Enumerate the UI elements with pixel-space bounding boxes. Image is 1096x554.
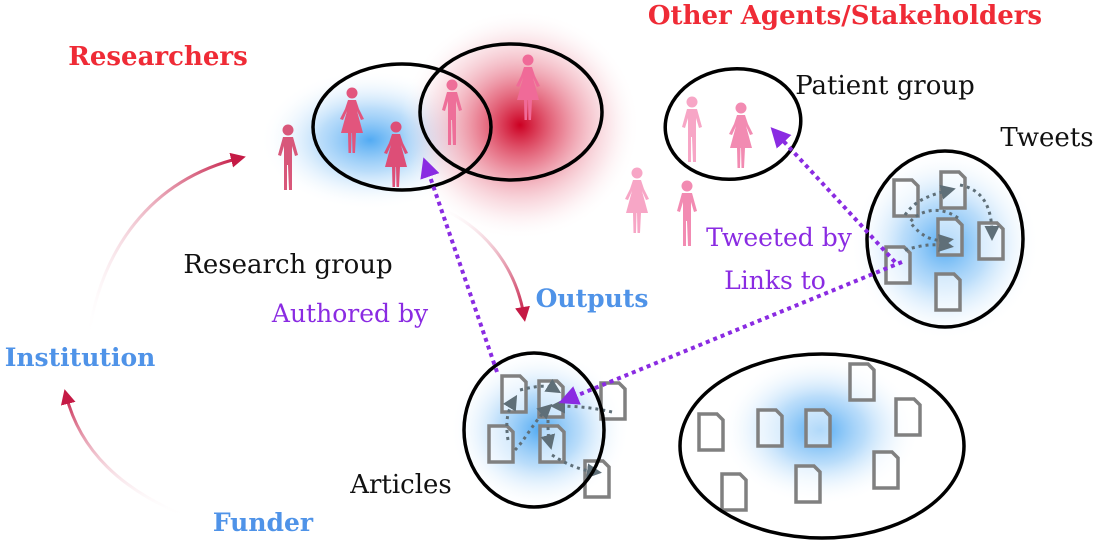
person-icon — [682, 96, 702, 162]
tweets-ellipse — [865, 149, 1025, 329]
researchers-label: Researchers — [68, 42, 248, 72]
article-citation-arrow — [550, 398, 613, 414]
document-icon — [936, 217, 964, 257]
relation-arrows — [420, 127, 903, 405]
tweets-label: Tweets — [1000, 123, 1093, 153]
person-icon — [729, 102, 753, 168]
research-group-ellipse — [311, 62, 493, 192]
other-agents-label: Other Agents/Stakeholders — [648, 1, 1042, 31]
authored-by-label: Authored by — [271, 299, 429, 328]
patient-group-label: Patient group — [795, 71, 975, 101]
document-icon — [794, 464, 822, 504]
person-icon — [625, 167, 649, 233]
document-icon — [884, 245, 912, 285]
article-citation-arrow — [519, 378, 562, 394]
document-icon — [872, 450, 900, 490]
tweet-link-arrow — [908, 208, 959, 249]
outputs-label: Outputs — [536, 284, 649, 313]
funder-label: Funder — [213, 508, 314, 537]
document-icon — [848, 362, 876, 402]
group-ellipses — [311, 42, 1025, 540]
funder-to-institution-arc — [60, 389, 191, 520]
document-icon — [500, 374, 528, 414]
document-icon — [939, 170, 967, 210]
document-icon — [894, 397, 922, 437]
document-icon — [720, 472, 748, 512]
document-icon — [934, 272, 962, 312]
links-to-label: Links to — [724, 266, 826, 295]
outputs-ellipse — [678, 352, 966, 540]
document-icon — [804, 408, 832, 448]
flow-arcs — [60, 152, 530, 520]
article-citation-arrow — [502, 394, 518, 441]
article-citation-arrow — [540, 419, 556, 450]
research-group-label: Research group — [183, 250, 392, 280]
institution-label: Institution — [5, 343, 156, 372]
institution-to-researchers-arc — [86, 152, 246, 341]
document-icon — [892, 178, 920, 218]
document-icon — [599, 381, 627, 421]
document-icon — [697, 412, 725, 452]
document-icon — [487, 424, 515, 464]
tweeted-by-arrow — [770, 127, 897, 264]
stakeholder-group-ellipse — [418, 42, 604, 182]
labels: Researchers Other Agents/Stakeholders Pa… — [5, 1, 1094, 537]
articles-label: Articles — [349, 470, 452, 500]
person-icon — [677, 180, 697, 246]
researchers-to-outputs-arc — [439, 206, 530, 322]
tweet-link-arrow — [959, 183, 1000, 241]
tweeted-by-label: Tweeted by — [706, 223, 853, 252]
articles-ellipse — [462, 351, 606, 509]
document-icon — [756, 408, 784, 448]
patient-group-ellipse — [663, 66, 803, 182]
